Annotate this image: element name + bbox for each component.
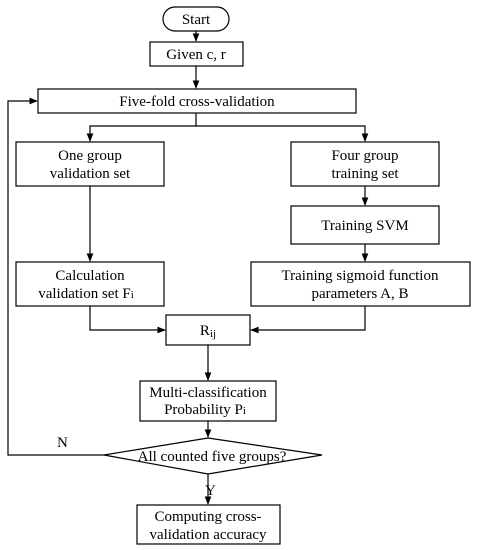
one-group-label-1: One group	[58, 148, 122, 164]
edge-cv-split	[86, 113, 197, 142]
calculation-label-2: validation set Fi	[38, 286, 134, 302]
training-svm-label: Training SVM	[321, 218, 408, 234]
start-label: Start	[182, 12, 211, 28]
given-label: Given c, r	[166, 47, 226, 63]
edge-label-yes: Y	[205, 483, 216, 499]
four-group-label-2: training set	[331, 166, 399, 182]
sigmoid-label-2: parameters A, B	[311, 286, 408, 302]
decision-node	[103, 437, 323, 475]
rij-label: Rij	[200, 323, 216, 340]
one-group-label-2: validation set	[50, 166, 131, 182]
cross-validation-node	[37, 88, 357, 114]
four-group-label-1: Four group	[331, 148, 398, 164]
edge-cv-right	[196, 125, 369, 142]
sigmoid-node	[250, 261, 471, 307]
decision-label: All counted five groups?	[138, 449, 287, 465]
calculation-label-1: Calculation	[55, 268, 125, 284]
edge-sigmoid-rij	[250, 306, 366, 334]
rij-node	[165, 314, 251, 346]
one-group-node	[15, 141, 165, 187]
edge-calc-rij	[89, 306, 166, 334]
multi-classification-node	[139, 380, 277, 422]
multi-classification-label-1: Multi-classification	[149, 385, 267, 401]
cross-validation-label: Five-fold cross-validation	[119, 94, 275, 110]
edge-label-no: N	[57, 435, 68, 451]
sigmoid-label-1: Training sigmoid function	[282, 268, 439, 284]
computing-label-2: validation accuracy	[149, 527, 267, 543]
multi-classification-label-2: Probability Pi	[164, 402, 246, 418]
computing-label-1: Computing cross-	[154, 509, 261, 525]
computing-node	[136, 504, 281, 545]
edge-decision-no-loop	[7, 97, 104, 456]
given-node	[149, 41, 244, 67]
